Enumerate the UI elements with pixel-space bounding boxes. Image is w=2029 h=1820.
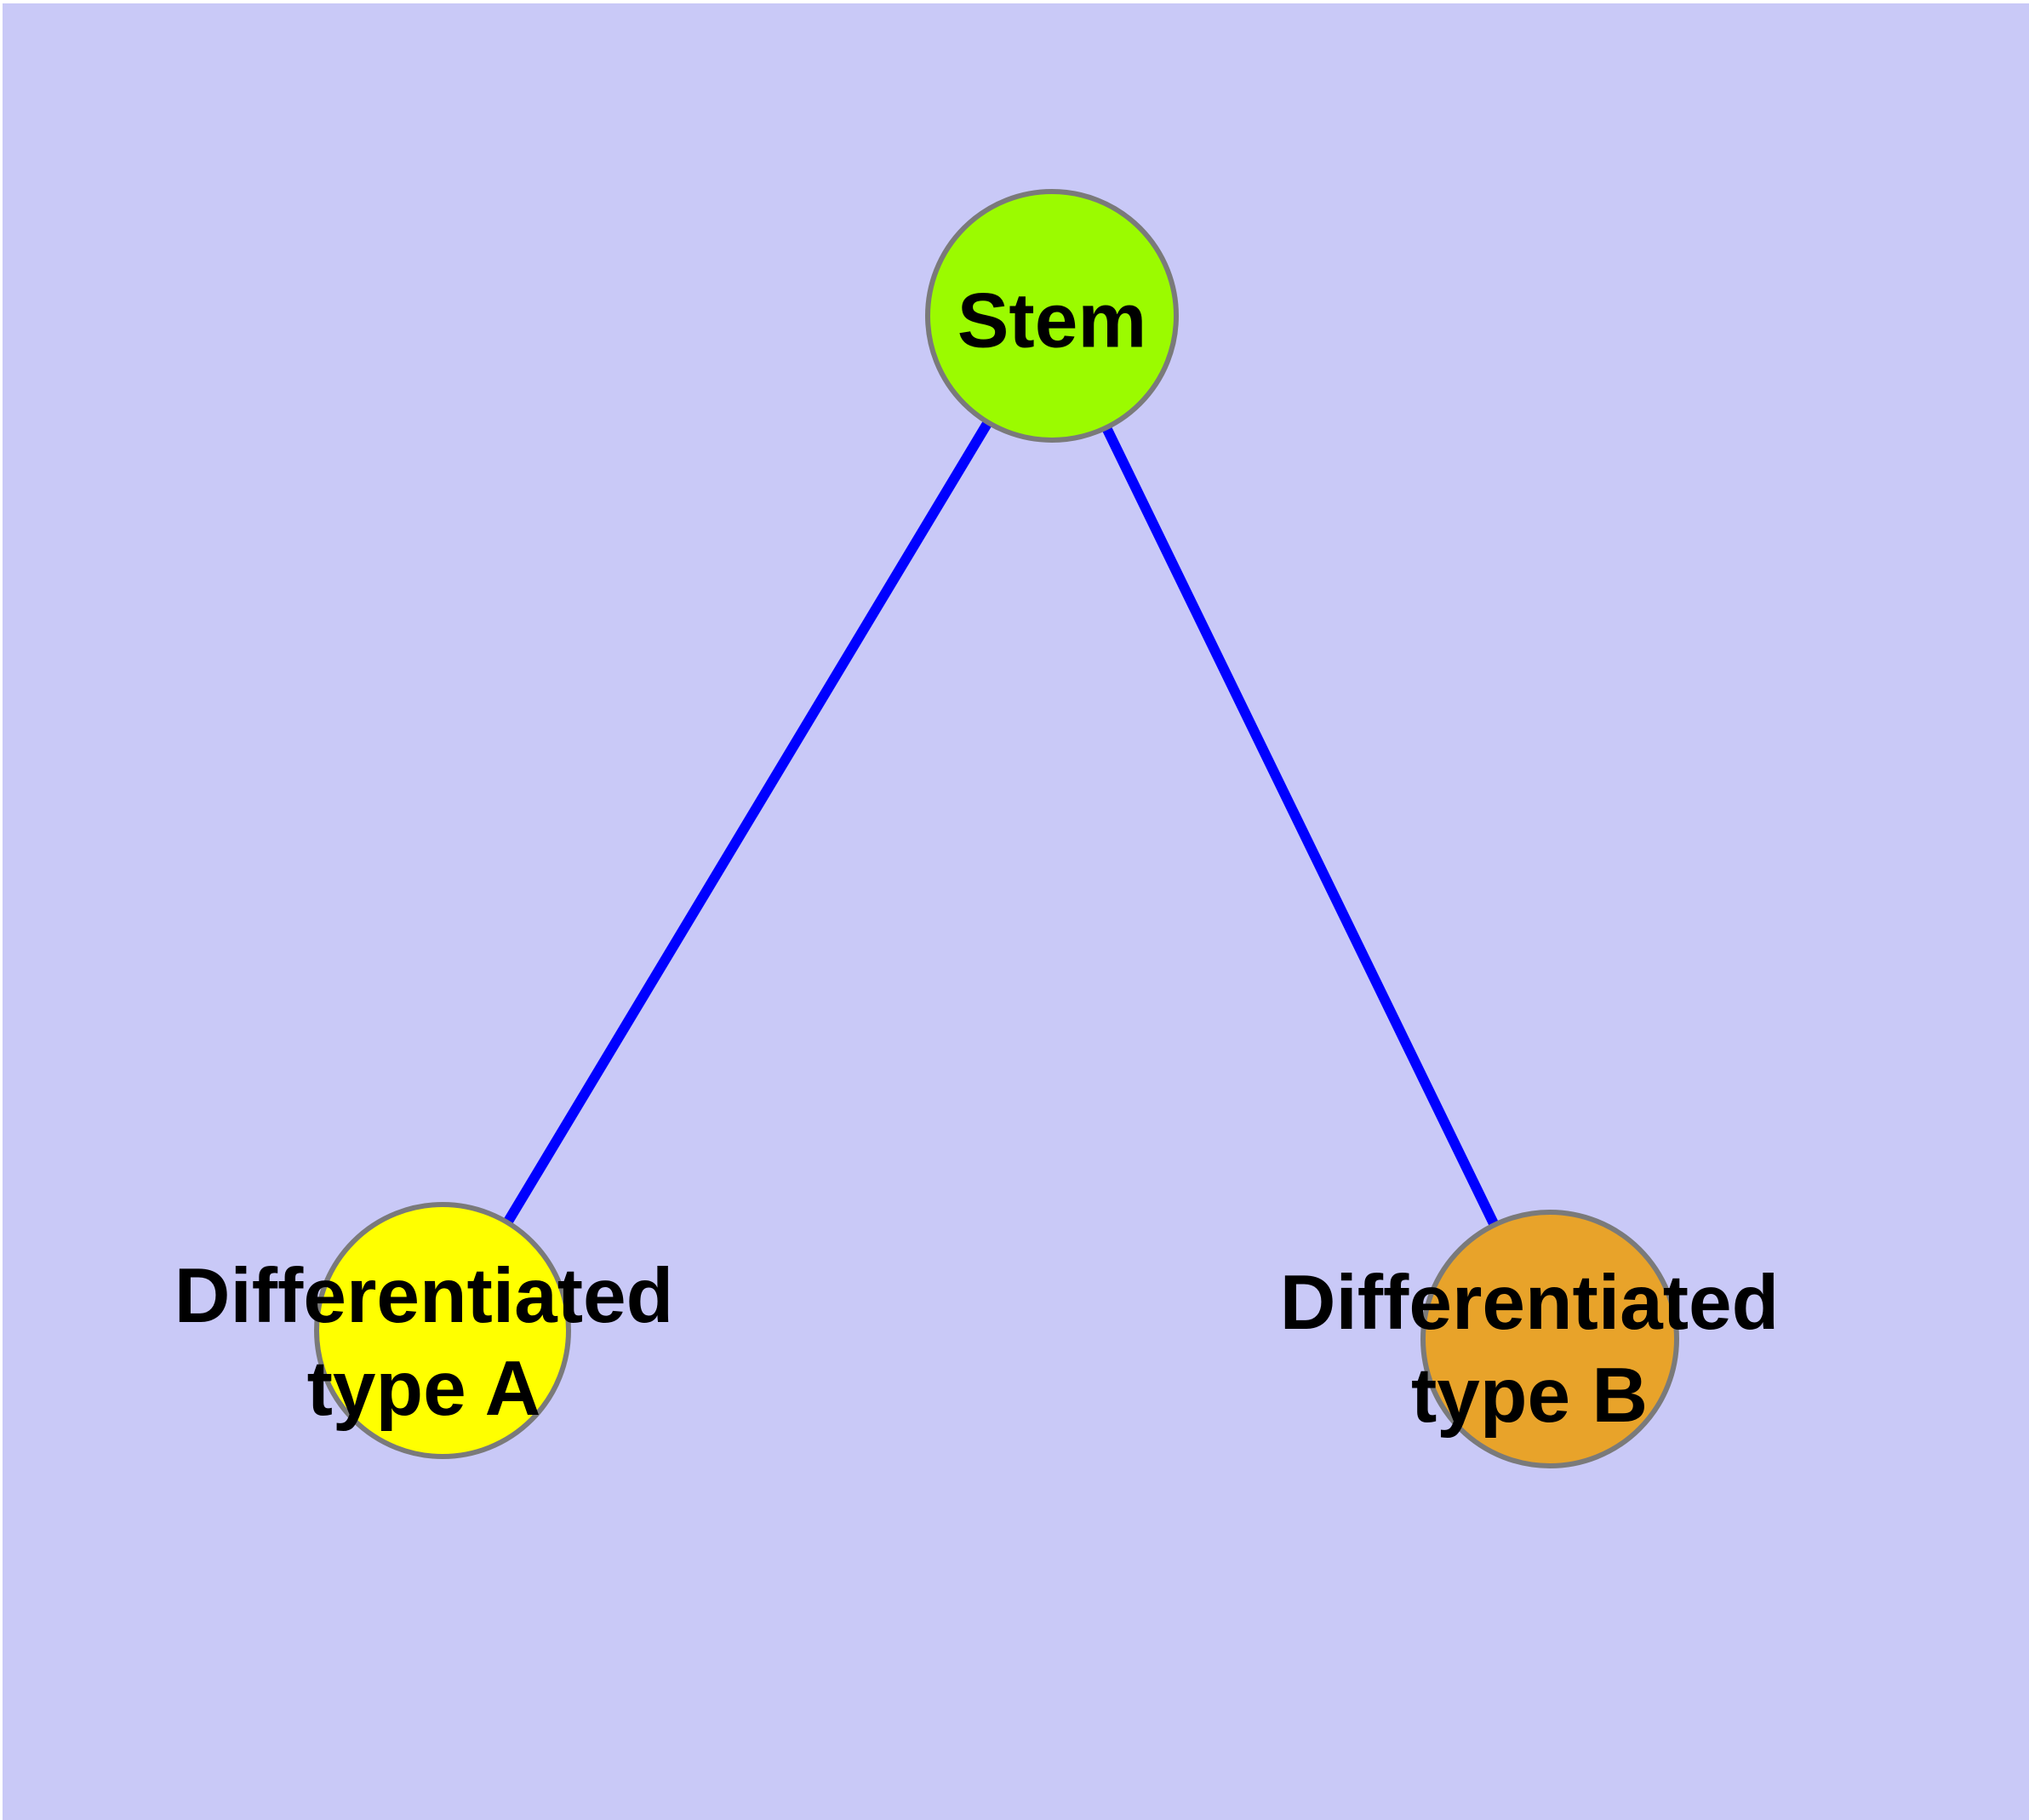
edge-stem-to-type-b xyxy=(1047,313,1555,1342)
type-a-node-label: Differentiated type A xyxy=(174,1253,674,1432)
stem-node xyxy=(925,189,1179,443)
type-b-node-label: Differentiated type B xyxy=(1279,1260,1780,1439)
stem-node-label: Stem xyxy=(957,278,1147,364)
edge-stem-to-type-a xyxy=(437,312,1057,1334)
type-a-node xyxy=(314,1202,571,1459)
type-b-node xyxy=(1420,1210,1679,1468)
